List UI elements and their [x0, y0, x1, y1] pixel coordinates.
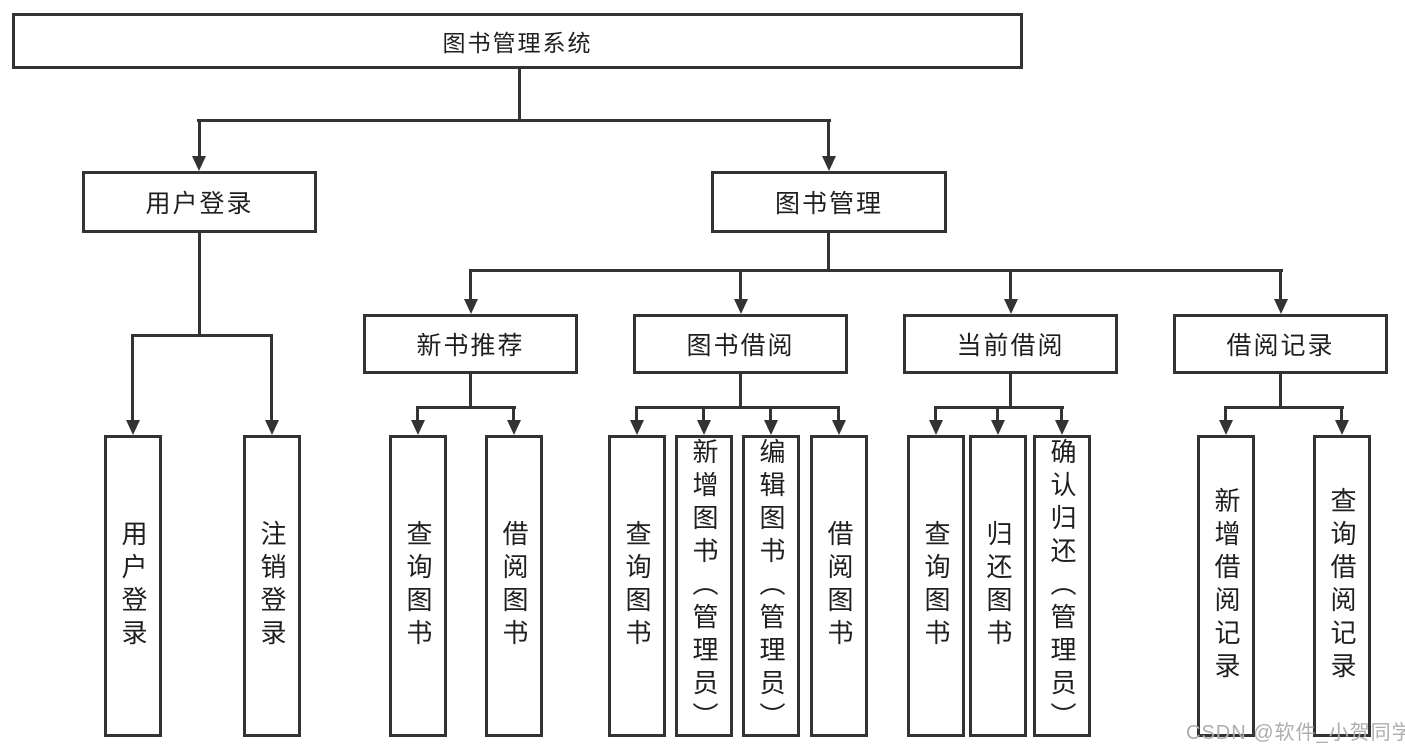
leaf-query-book-3-label: 查询图书	[921, 520, 951, 652]
arrow-to-leaf-query-book-1-icon	[411, 420, 425, 435]
connector-borrowing-vline	[739, 374, 742, 408]
csdn-watermark: CSDN @软件_小贺同学	[1186, 722, 1405, 744]
connector-borrowing-stem-3	[769, 406, 772, 422]
arrow-to-leaf-logout-icon	[265, 420, 279, 435]
arrow-to-leaf-query-book-2-icon	[630, 420, 644, 435]
connector-mgmt-vline	[827, 233, 830, 272]
connector-borrowing-stem-2	[702, 406, 705, 422]
leaf-add-borrow-record-label: 新增借阅记录	[1211, 487, 1241, 685]
leaf-add-book-admin-label: 新增图书（管理员）	[689, 438, 719, 735]
leaf-logout: 注销登录	[243, 435, 301, 737]
arrow-to-book-borrowing-icon	[734, 299, 748, 314]
node-user-login: 用户登录	[82, 171, 317, 233]
arrow-to-leaf-query-book-3-icon	[929, 420, 943, 435]
leaf-add-borrow-record: 新增借阅记录	[1197, 435, 1255, 737]
leaf-confirm-return-admin: 确认归还（管理员）	[1033, 435, 1091, 737]
arrow-to-user-login-icon	[192, 156, 206, 171]
leaf-logout-label: 注销登录	[257, 520, 287, 652]
connector-root-stem-right	[827, 119, 830, 159]
leaf-query-book-2-label: 查询图书	[622, 520, 652, 652]
leaf-borrow-book-1: 借阅图书	[485, 435, 543, 737]
connector-records-stem-2	[1340, 406, 1343, 422]
leaf-borrow-book-2: 借阅图书	[810, 435, 868, 737]
node-borrowing-records-label: 借阅记录	[1226, 332, 1335, 360]
leaf-return-book: 归还图书	[969, 435, 1027, 737]
node-new-book-recommend: 新书推荐	[363, 314, 578, 374]
leaf-query-borrow-record: 查询借阅记录	[1313, 435, 1371, 737]
arrow-to-borrowing-records-icon	[1274, 299, 1288, 314]
arrow-to-leaf-add-book-icon	[697, 420, 711, 435]
leaf-query-borrow-record-label: 查询借阅记录	[1327, 487, 1357, 685]
node-new-book-recommend-label: 新书推荐	[416, 332, 525, 360]
connector-current-stem-2	[996, 406, 999, 422]
leaf-borrow-book-2-label: 借阅图书	[824, 520, 854, 652]
node-book-borrowing: 图书借阅	[633, 314, 848, 374]
arrow-to-leaf-user-login-icon	[126, 420, 140, 435]
arrow-to-current-borrowing-icon	[1004, 299, 1018, 314]
node-borrowing-records: 借阅记录	[1173, 314, 1388, 374]
connector-recommend-stem-1	[416, 406, 419, 422]
connector-current-stem-1	[934, 406, 937, 422]
node-current-borrowing: 当前借阅	[903, 314, 1118, 374]
arrow-to-book-management-icon	[822, 156, 836, 171]
connector-current-vline	[1009, 374, 1012, 408]
connector-borrowing-stem-4	[837, 406, 840, 422]
connector-borrowing-stem-1	[635, 406, 638, 422]
leaf-user-login-label: 用户登录	[118, 520, 148, 652]
connector-root-vline	[518, 69, 521, 121]
connector-current-hline	[934, 406, 1064, 409]
connector-root-stem-left	[198, 119, 201, 159]
node-book-borrowing-label: 图书借阅	[686, 332, 795, 360]
leaf-return-book-label: 归还图书	[983, 520, 1013, 652]
connector-login-vline	[198, 233, 201, 336]
connector-mgmt-stem-3	[1009, 269, 1012, 302]
arrow-to-leaf-confirm-return-icon	[1055, 420, 1069, 435]
node-user-login-label: 用户登录	[145, 190, 254, 218]
connector-records-stem-1	[1224, 406, 1227, 422]
connector-root-hline	[197, 119, 831, 122]
node-root: 图书管理系统	[12, 13, 1023, 69]
connector-records-vline	[1279, 374, 1282, 408]
leaf-borrow-book-1-label: 借阅图书	[499, 520, 529, 652]
leaf-query-book-1-label: 查询图书	[403, 520, 433, 652]
connector-recommend-stem-2	[512, 406, 515, 422]
connector-mgmt-stem-4	[1279, 269, 1282, 302]
leaf-confirm-return-admin-label: 确认归还（管理员）	[1047, 438, 1077, 735]
node-book-management: 图书管理	[711, 171, 947, 233]
leaf-user-login: 用户登录	[104, 435, 162, 737]
connector-mgmt-stem-2	[739, 269, 742, 302]
connector-borrowing-hline	[635, 406, 840, 409]
leaf-add-book-admin: 新增图书（管理员）	[675, 435, 733, 737]
connector-mgmt-hline	[469, 269, 1283, 272]
node-book-management-label: 图书管理	[774, 190, 883, 218]
connector-recommend-hline	[416, 406, 516, 409]
arrow-to-leaf-borrow-book-1-icon	[507, 420, 521, 435]
connector-mgmt-stem-1	[469, 269, 472, 302]
arrow-to-new-book-recommend-icon	[464, 299, 478, 314]
connector-recommend-vline	[469, 374, 472, 408]
leaf-query-book-2: 查询图书	[608, 435, 666, 737]
leaf-edit-book-admin: 编辑图书（管理员）	[742, 435, 800, 737]
connector-login-hline	[131, 334, 273, 337]
node-root-label: 图书管理系统	[442, 30, 593, 56]
connector-records-hline	[1224, 406, 1344, 409]
arrow-to-leaf-return-book-icon	[991, 420, 1005, 435]
arrow-to-leaf-query-record-icon	[1335, 420, 1349, 435]
connector-login-stem-1	[131, 334, 134, 422]
arrow-to-leaf-edit-book-icon	[764, 420, 778, 435]
node-current-borrowing-label: 当前借阅	[956, 332, 1065, 360]
arrow-to-leaf-add-record-icon	[1219, 420, 1233, 435]
connector-login-stem-2	[270, 334, 273, 422]
connector-current-stem-3	[1060, 406, 1063, 422]
arrow-to-leaf-borrow-book-2-icon	[832, 420, 846, 435]
leaf-edit-book-admin-label: 编辑图书（管理员）	[756, 438, 786, 735]
leaf-query-book-3: 查询图书	[907, 435, 965, 737]
leaf-query-book-1: 查询图书	[389, 435, 447, 737]
